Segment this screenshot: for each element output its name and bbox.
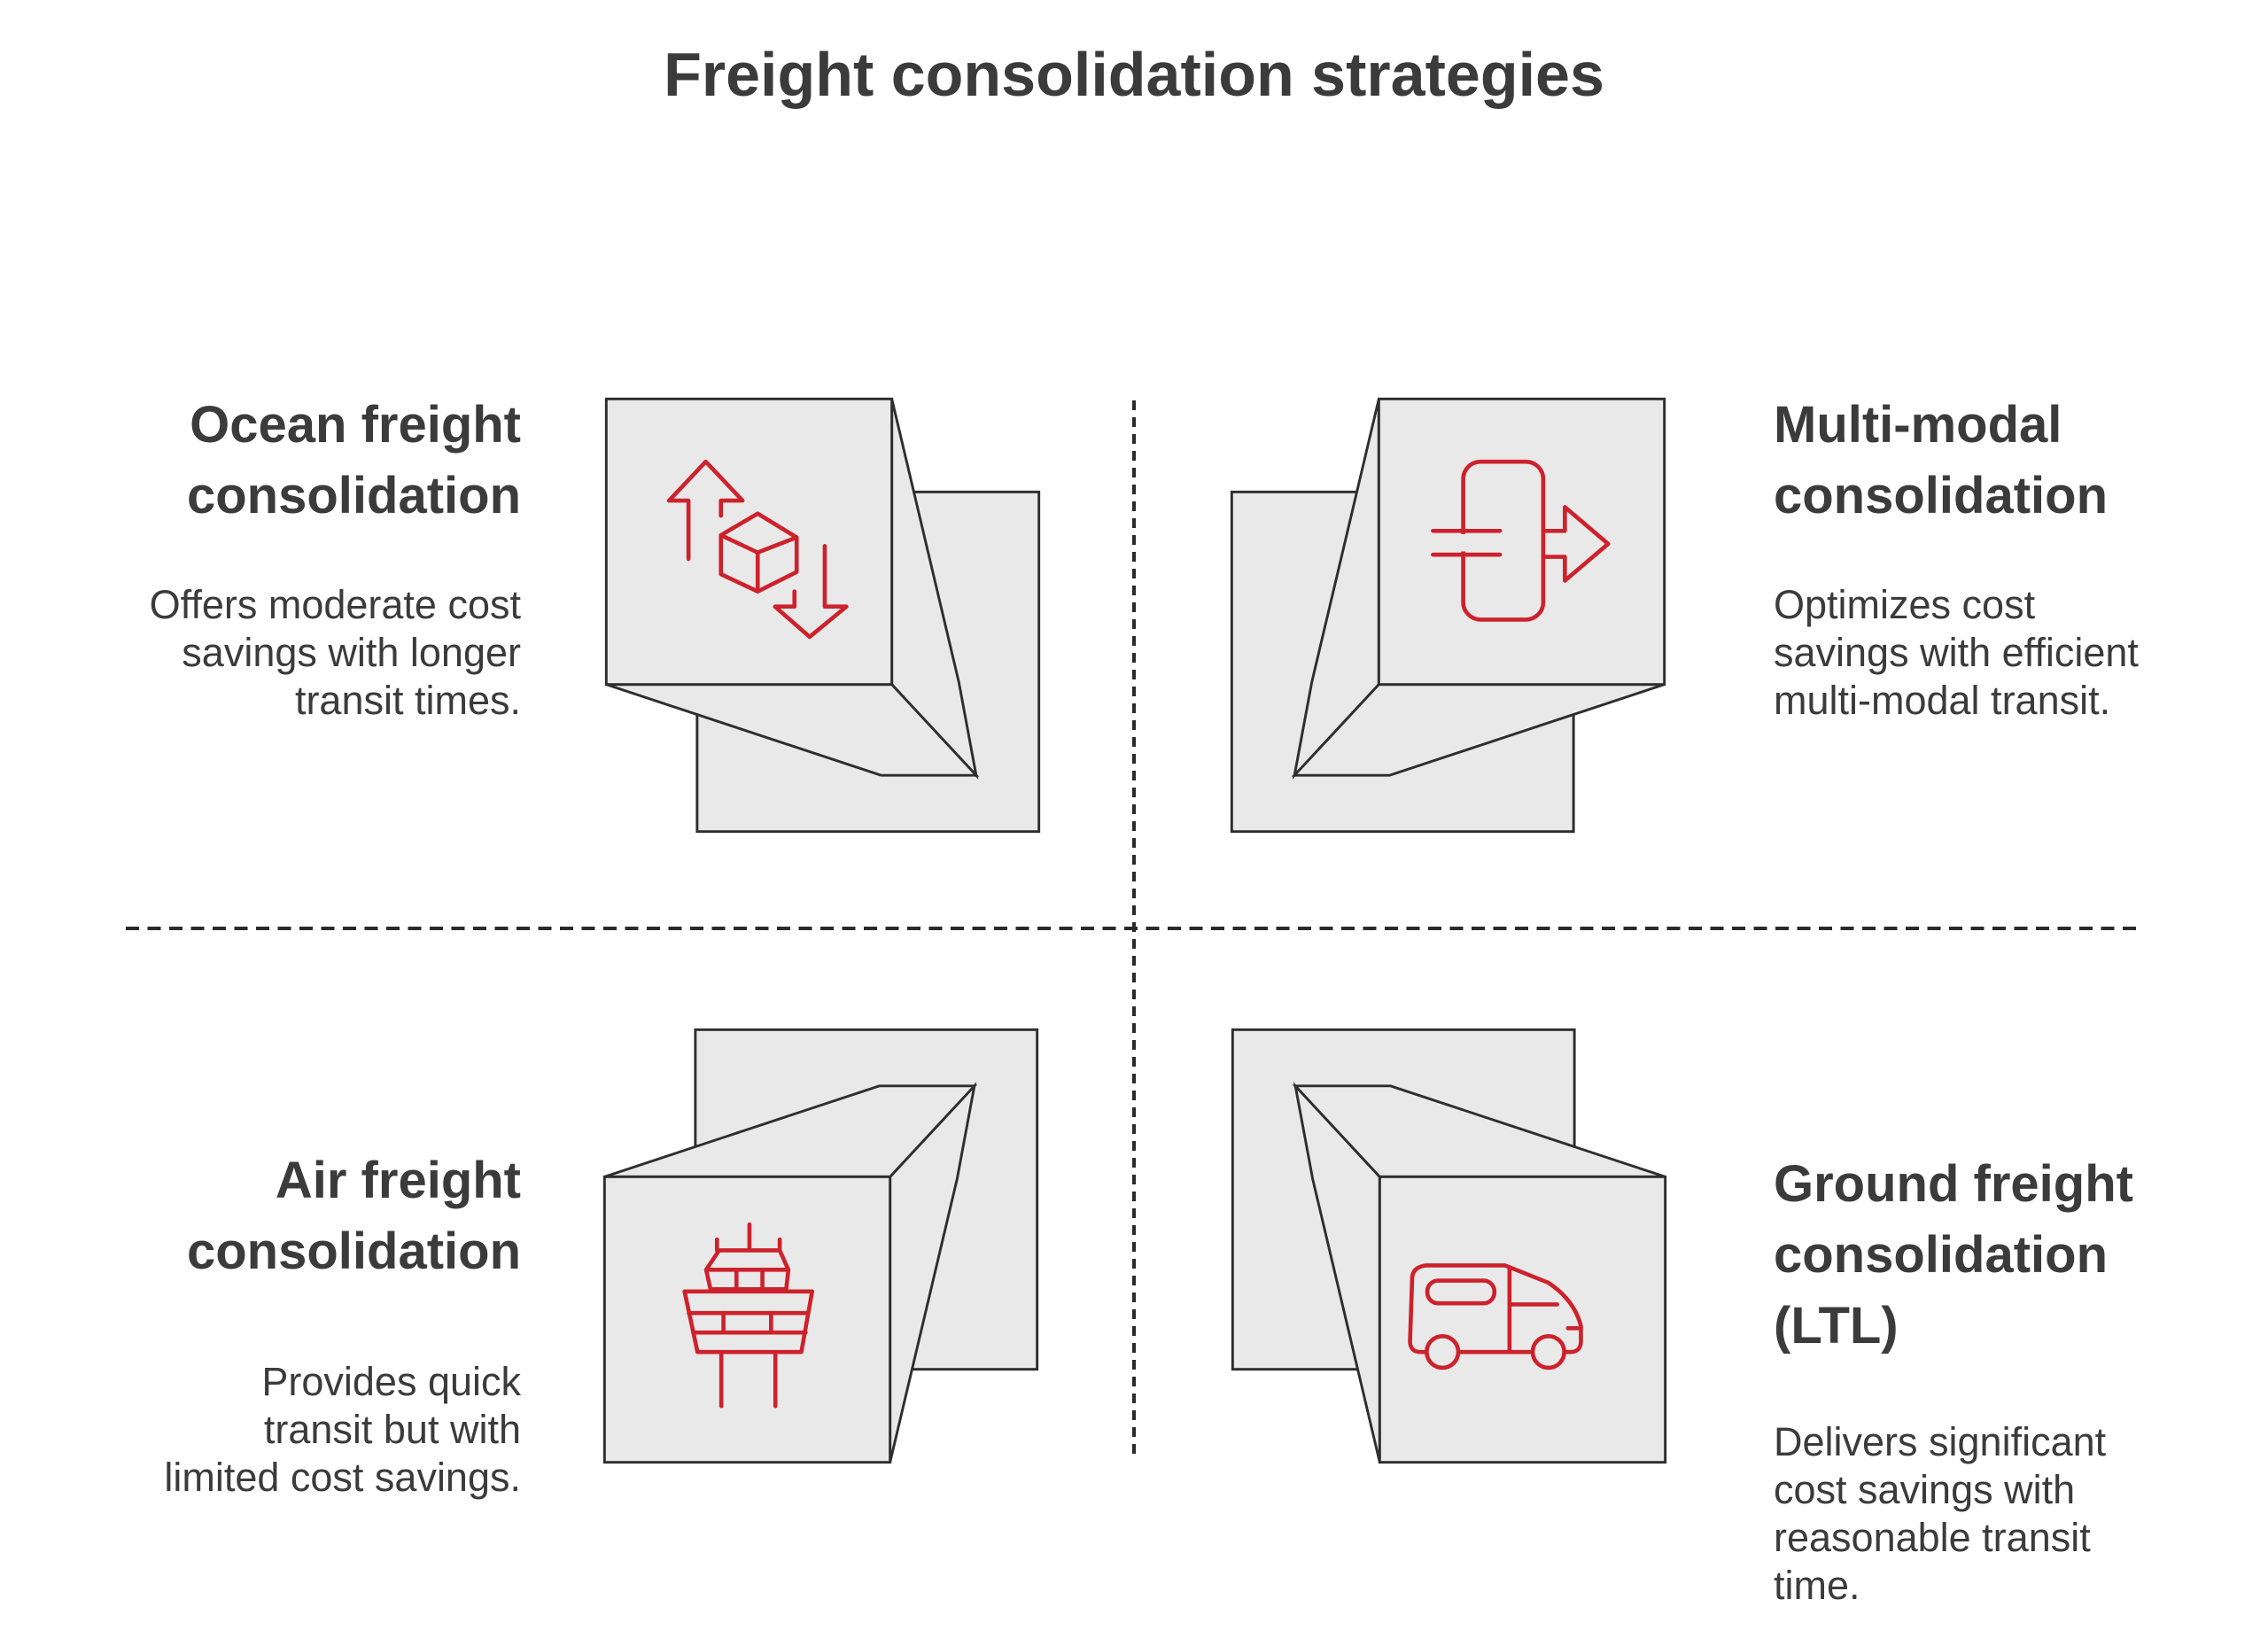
- van-rear-wheel: [1425, 1334, 1461, 1370]
- body-line: savings with longer: [182, 630, 521, 676]
- folded-box-graphic: [1230, 397, 1666, 834]
- body-line: Optimizes cost: [1774, 582, 2036, 628]
- body-line: savings with efficient: [1774, 630, 2139, 676]
- heading-line: consolidation: [1774, 467, 2108, 525]
- heading-line: consolidation: [187, 467, 521, 525]
- air-freight-parcel-graphic: [602, 1028, 1039, 1464]
- body-line: reasonable transit: [1774, 1515, 2091, 1561]
- control-tower-icon: [682, 1222, 815, 1409]
- ground-freight-parcel-graphic: [1231, 1028, 1667, 1464]
- multi-modal-parcel-graphic: [1230, 397, 1666, 834]
- ground-freight-text: Ground freight consolidation (LTL) Deliv…: [1774, 1149, 2234, 1610]
- heading-line: Ground freight: [1774, 1155, 2133, 1213]
- up-down-arrows-cube-icon: [666, 459, 849, 640]
- heading-line: consolidation: [187, 1223, 521, 1281]
- body-line: time.: [1774, 1563, 1860, 1609]
- van-front-wheel: [1530, 1334, 1566, 1370]
- ocean-freight-text: Ocean freight consolidation Offers moder…: [96, 390, 521, 725]
- body-line: multi-modal transit.: [1774, 678, 2111, 724]
- box-front-face: [602, 1175, 892, 1464]
- ocean-freight-heading: Ocean freight consolidation: [96, 390, 521, 532]
- box-front-face: [1378, 1175, 1667, 1464]
- body-line: limited cost savings.: [164, 1455, 521, 1501]
- heading-line: Ocean freight: [190, 396, 521, 454]
- heading-line: Air freight: [275, 1152, 521, 1209]
- ground-freight-heading: Ground freight consolidation (LTL): [1774, 1149, 2234, 1362]
- ground-freight-description: Delivers significant cost savings with r…: [1774, 1418, 2234, 1610]
- heading-line: consolidation: [1774, 1226, 2108, 1285]
- multi-modal-heading: Multi-modal consolidation: [1774, 390, 2234, 532]
- body-line: Offers moderate cost: [149, 582, 521, 628]
- delivery-van-icon: [1408, 1263, 1583, 1370]
- heading-line: Multi-modal: [1774, 396, 2062, 454]
- box-front-face: [1377, 397, 1666, 687]
- folded-box-graphic: [602, 1028, 1039, 1464]
- body-line: cost savings with: [1774, 1467, 2076, 1513]
- multi-modal-text: Multi-modal consolidation Optimizes cost…: [1774, 390, 2234, 725]
- box-front-face: [604, 397, 894, 687]
- ocean-freight-parcel-graphic: [604, 397, 1041, 834]
- body-line: Delivers significant: [1774, 1419, 2107, 1465]
- body-line: Provides quick: [261, 1359, 521, 1405]
- air-freight-heading: Air freight consolidation: [96, 1145, 521, 1287]
- folded-box-graphic: [1231, 1028, 1667, 1464]
- heading-line: (LTL): [1774, 1297, 1899, 1355]
- page-title: Freight consolidation strategies: [664, 40, 1604, 109]
- body-line: transit but with: [263, 1407, 521, 1453]
- cargo-container-arrow-icon: [1431, 459, 1611, 622]
- folded-box-graphic: [604, 397, 1041, 834]
- ocean-freight-description: Offers moderate cost savings with longer…: [96, 581, 521, 725]
- air-freight-description: Provides quick transit but with limited …: [96, 1358, 521, 1502]
- multi-modal-description: Optimizes cost savings with efficient mu…: [1774, 581, 2234, 725]
- air-freight-text: Air freight consolidation Provides quick…: [96, 1145, 521, 1502]
- body-line: transit times.: [294, 678, 521, 724]
